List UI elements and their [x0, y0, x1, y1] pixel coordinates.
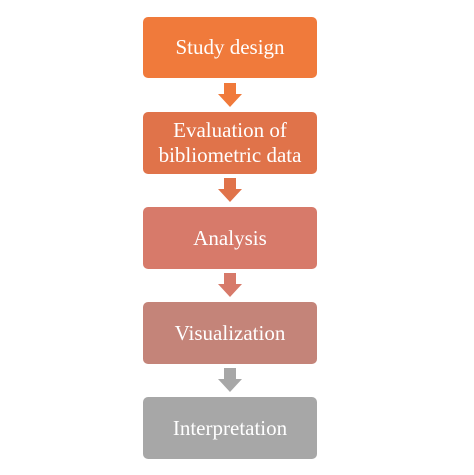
- down-arrow-icon: [218, 368, 242, 392]
- down-arrow-icon: [218, 178, 242, 202]
- step-label: Evaluation of bibliometric data: [158, 118, 302, 167]
- step-label: Analysis: [193, 225, 267, 250]
- step-study-design: Study design: [143, 17, 317, 78]
- step-evaluation-bibliometric-data: Evaluation of bibliometric data: [143, 112, 317, 174]
- step-label: Study design: [175, 35, 285, 59]
- step-label: Visualization: [174, 320, 286, 345]
- step-interpretation: Interpretation: [143, 397, 317, 459]
- step-label: Interpretation: [172, 415, 288, 440]
- down-arrow-icon: [218, 83, 242, 107]
- down-arrow-icon: [218, 273, 242, 297]
- step-analysis: Analysis: [143, 207, 317, 269]
- step-visualization: Visualization: [143, 302, 317, 364]
